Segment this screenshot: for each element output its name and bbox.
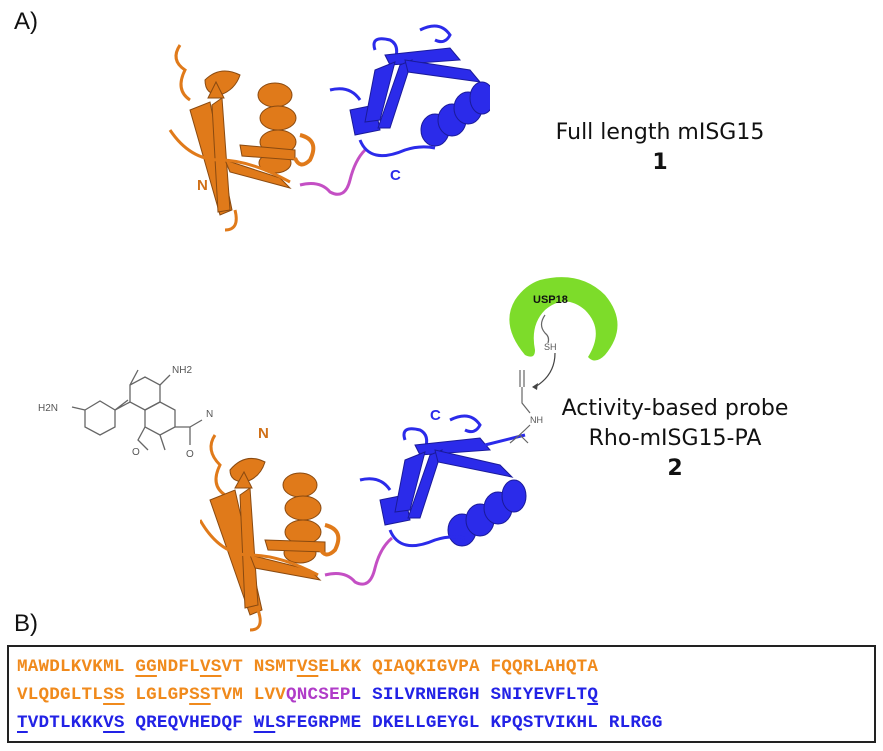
caption-2-title: Activity-based probe (561, 396, 789, 421)
rhodamine-structure: NH2 H2N O O N (38, 365, 213, 460)
sequence-segment: LGLGP (135, 685, 190, 705)
underlined-residues: T (17, 713, 28, 733)
svg-text:N: N (206, 409, 213, 420)
caption-1-title: Full length mISG15 (555, 120, 765, 145)
usp18-label: USP18 (533, 294, 568, 306)
underlined-residues: GG (135, 657, 157, 677)
c-terminus-label: C (390, 167, 401, 184)
sequence-segment (243, 713, 254, 733)
underlined-residues: VS (103, 713, 125, 733)
nh2-left-label: H2N (38, 403, 58, 414)
misg15-structure-1: N C (168, 24, 490, 232)
usp18-shape (509, 277, 618, 361)
sequence-segment: VT (221, 657, 243, 677)
usp18-warhead-diagram: USP18 SH NH (509, 277, 618, 444)
c-terminus-label-2: C (430, 407, 441, 424)
svg-text:O: O (132, 447, 140, 458)
sequence-segment: TVM (210, 685, 243, 705)
n-terminus-label-2: N (258, 425, 269, 442)
c-domain-cartoon (329, 24, 490, 158)
n-domain-cartoon (168, 44, 316, 232)
sequence-segment: FQQRLAHQTA (490, 657, 599, 677)
svg-text:O: O (186, 449, 194, 460)
sequence-row-1: MAWDLKVKML GGNDFLVSVT NSMTVSELKK QIAQKIG… (17, 657, 598, 677)
underlined-residues: VS (199, 657, 222, 677)
sequence-segment: QNCSEP (286, 685, 351, 705)
underlined-residues: WL (253, 713, 276, 733)
sequence-segment (243, 657, 254, 677)
sequence-segment: VDTLKKK (27, 713, 104, 733)
reaction-arrow (534, 352, 556, 388)
sequence-segment (125, 685, 136, 705)
amide-nh-label: NH (530, 415, 543, 425)
sequence-segment (243, 685, 254, 705)
sequence-segment: QREQVHEDQF (135, 713, 243, 733)
sequence-segment: RLRGG (608, 713, 663, 733)
caption-structure-2: Activity-based probe Rho-mISG15-PA 2 (545, 394, 805, 484)
sequence-segment (125, 713, 136, 733)
sequence-segment: ELKK (318, 657, 362, 677)
sequence-segment: MAWDLKVKML (17, 657, 125, 677)
sequence-row-2: VLQDGLTLSS LGLGPSSTVM LVVQNCSEPL SILVRNE… (17, 685, 598, 705)
sequence-segment: L (350, 685, 362, 705)
sequence-segment: NDFL (156, 657, 200, 677)
sequence-segment (480, 685, 491, 705)
sequence-segment: NSMT (253, 657, 297, 677)
c-domain-cartoon-2 (359, 414, 527, 548)
sequence-segment (361, 713, 372, 733)
linker-cartoon (299, 148, 367, 196)
sequence-segment: QIAQKIGVPA (372, 657, 480, 677)
n-domain-cartoon-2 (200, 434, 341, 632)
sequence-row-3: TVDTLKKKVS QREQVHEDQF WLSFEGRPME DKELLGE… (17, 713, 663, 733)
caption-1-number: 1 (652, 150, 668, 175)
sequence-segment (125, 657, 136, 677)
sequence-segment: KPQSTVIKHL (490, 713, 599, 733)
nh2-top-label: NH2 (172, 365, 192, 376)
sequence-segment (480, 657, 491, 677)
sequence-segment: SFEGRPME (275, 713, 362, 733)
n-terminus-label: N (197, 177, 208, 194)
sequence-segment (361, 657, 372, 677)
underlined-residues: SS (103, 685, 125, 705)
caption-2-subtitle: Rho-mISG15-PA (588, 426, 762, 451)
caption-structure-1: Full length mISG15 1 (540, 118, 780, 178)
misg15-structure-2: N C (200, 407, 527, 632)
panel-b-label: B) (14, 610, 38, 637)
caption-2-number: 2 (667, 456, 683, 481)
thiol-label: SH (544, 342, 557, 352)
sequence-box: MAWDLKVKML GGNDFLVSVT NSMTVSELKK QIAQKIG… (7, 645, 876, 743)
sequence-segment (480, 713, 491, 733)
sequence-segment: VLQDGLTL (17, 685, 104, 705)
panel-a-label: A) (14, 8, 38, 35)
underlined-residues: SS (189, 685, 211, 705)
linker-cartoon-2 (324, 536, 393, 586)
sequence-segment (598, 713, 609, 733)
underlined-residues: VS (296, 657, 319, 677)
sequence-segment (361, 685, 372, 705)
sequence-segment: DKELLGEYGL (372, 713, 480, 733)
sequence-segment: SNIYEVFLT (490, 685, 588, 705)
underlined-residues: Q (587, 685, 599, 705)
sequence-segment: SILVRNERGH (372, 685, 480, 705)
sequence-segment: LVV (253, 685, 287, 705)
